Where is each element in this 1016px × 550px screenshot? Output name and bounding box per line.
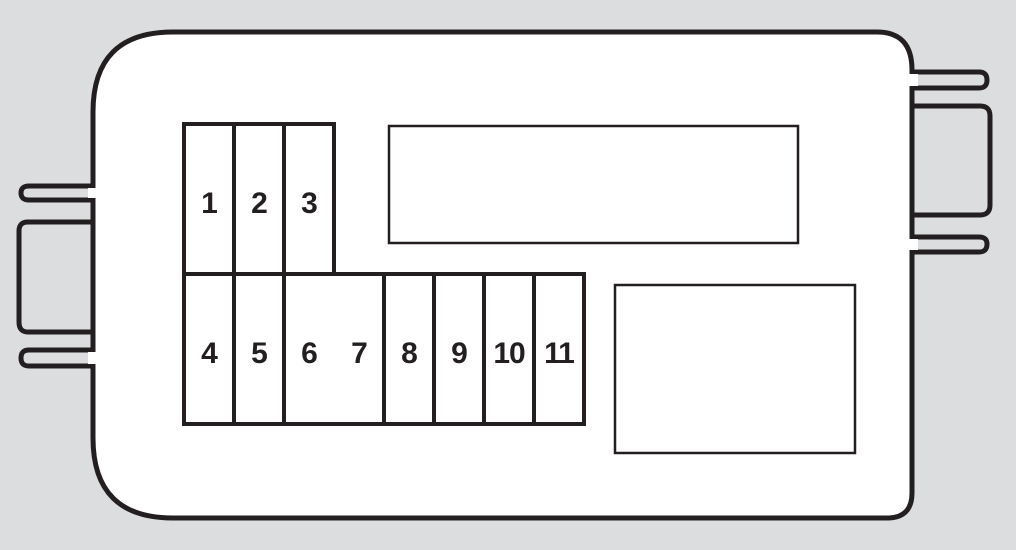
fuse-5-label: 5 <box>251 337 268 370</box>
fuse-11-label: 11 <box>544 337 575 370</box>
fuse-7-label: 7 <box>351 337 368 370</box>
fuse-1-label: 1 <box>201 187 218 220</box>
fuse-10-label: 10 <box>493 337 525 370</box>
fuse-6-label: 6 <box>301 337 318 370</box>
left-tab-lower <box>18 347 95 369</box>
right-tab-lower <box>912 234 990 255</box>
left-connector-bracket <box>16 219 95 335</box>
fuse-4-label: 4 <box>201 337 218 370</box>
fuse-9-label: 9 <box>451 337 468 370</box>
fuse-8-label: 8 <box>401 337 418 370</box>
fuse-3-label: 3 <box>301 187 318 220</box>
fuse-grid <box>182 122 586 426</box>
fuse-2-label: 2 <box>251 187 268 220</box>
right-tab-upper <box>912 69 990 91</box>
right-connector-bracket <box>912 103 993 218</box>
lower-relay-slot <box>613 283 857 455</box>
upper-relay-slot <box>387 124 800 245</box>
left-tab-upper <box>18 183 95 203</box>
